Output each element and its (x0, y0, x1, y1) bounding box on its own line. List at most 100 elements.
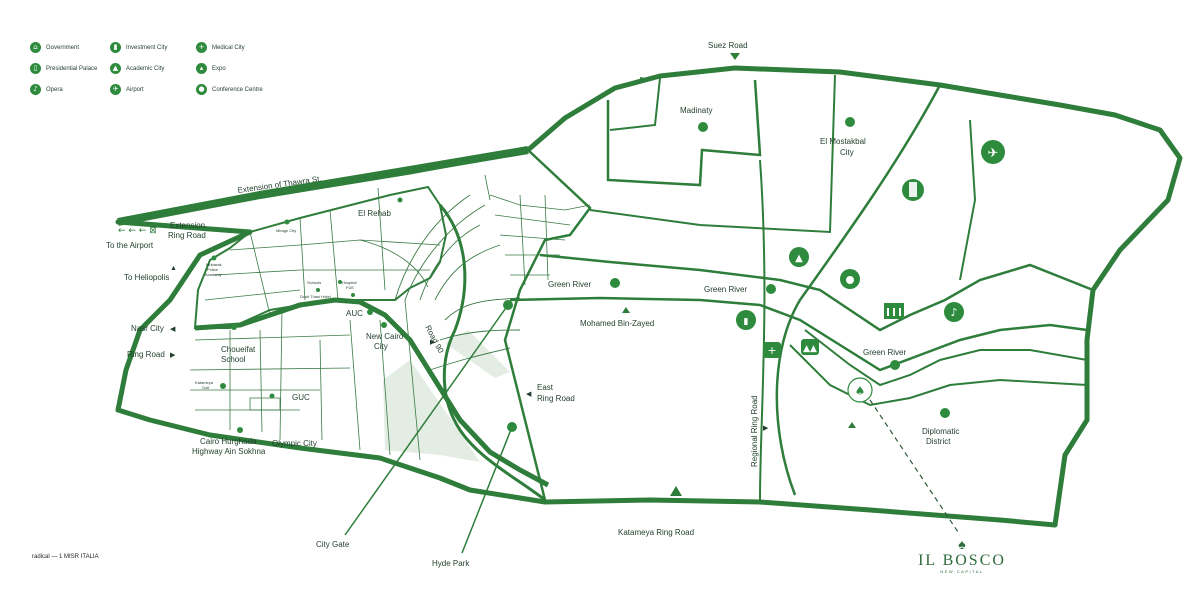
marker-el-rehab (397, 197, 403, 203)
map-legend: ⌂Government ▮Investment City +Medical Ci… (30, 42, 290, 102)
expo-icon: ▴ (196, 63, 207, 74)
marker-new-cairo (381, 322, 387, 328)
legend-academic: ▲ Academic City (110, 63, 164, 74)
legend-label: Government (46, 44, 80, 51)
legend-medical: + Medical City (196, 42, 245, 53)
label-madinaty: Madinaty (680, 106, 712, 115)
legend-label: Academic City (126, 65, 165, 72)
airport-arrows-icon: ← ← ← ⊠ (118, 226, 157, 236)
svg-text:✈: ✈ (988, 146, 999, 161)
label-new-cairo-2: City (374, 342, 388, 351)
brand-name: IL BOSCO (918, 552, 1006, 569)
map-markers (211, 117, 950, 433)
presidential-palace-icon: ▯ (30, 63, 41, 74)
government-icon: ⌂ (30, 42, 41, 53)
label-mostakbal-2: City (840, 148, 854, 157)
government-icon (884, 303, 904, 319)
legend-conference: ●Conference Centre (196, 84, 263, 95)
label-mostakbal-1: El Mostakbal (820, 137, 866, 146)
label-hospital-2: FUE (346, 285, 354, 290)
conference-centre-icon (840, 269, 860, 289)
svg-text:+: + (767, 344, 776, 357)
airport-icon: ✈ (110, 84, 121, 95)
presidential-palace-icon (902, 179, 924, 201)
marker-direction-ring: ▶ (170, 352, 176, 359)
regional-ring-road (775, 84, 942, 496)
city-gate-line (344, 304, 509, 536)
label-east-ring-1: East (537, 383, 554, 392)
marker-green-river-3 (890, 360, 900, 370)
svg-text:▲▲: ▲▲ (803, 344, 817, 354)
medical-city-icon: + (196, 42, 207, 53)
svg-text:♪: ♪ (950, 306, 957, 319)
diagonal-east (959, 119, 977, 281)
academic-city-icon: ▲ (110, 63, 121, 74)
marker-diplomatic (940, 408, 950, 418)
label-dusit: Dusit Thani Hotel (300, 294, 331, 299)
map-credit: radical — 1 MISR ITALIA (32, 554, 99, 560)
marker-direction-road90: ▶ (430, 339, 436, 346)
legend-presidential: ▯Presidential Palace (30, 63, 97, 74)
marker-dusit (351, 293, 355, 297)
new-cairo-outline (193, 185, 448, 329)
label-olympic: Olympic City (272, 439, 317, 448)
label-schools: Schools (307, 280, 321, 285)
hyde-park-line (461, 426, 513, 554)
airport-icon: ✈ (981, 140, 1005, 164)
marker-schools (316, 288, 320, 292)
outer-boundary (115, 65, 1183, 528)
east-vertical (759, 159, 766, 501)
marker-katameya-golf (220, 383, 226, 389)
label-katameya: Katameya Ring Road (618, 528, 694, 537)
label-choueifat-2: School (221, 355, 246, 364)
label-mbz: Mohamed Bin-Zayed (580, 319, 654, 328)
east-ring-road (503, 149, 592, 501)
marker-hyde-park (507, 422, 517, 432)
label-diplomatic-2: District (926, 437, 951, 446)
green-river-low (789, 344, 1088, 407)
medical-city-icon: + (763, 342, 781, 358)
expo-icon: ▲▲ (801, 339, 819, 355)
investment-city-icon: ▮ (110, 42, 121, 53)
svg-text:▮: ▮ (744, 317, 749, 327)
marker-olympic (237, 427, 243, 433)
label-mubarak-3: Academy (205, 272, 222, 277)
legend-label: Expo (212, 65, 226, 72)
label-nasr-city: Nasr City (131, 324, 164, 333)
label-ring-road: Ring Road (127, 350, 165, 359)
svg-text:▲: ▲ (795, 253, 803, 264)
legend-government: ⌂ Government (30, 42, 79, 53)
investment-city-icon: ▮ (736, 310, 756, 330)
label-extension-2: Ring Road (168, 231, 206, 240)
marker-auc (367, 309, 373, 315)
green-river-inner (804, 329, 1088, 387)
label-choueifat-1: Choueifat (221, 345, 256, 354)
brand-subtitle: NEW CAPITAL (940, 569, 984, 574)
marker-city-gate (503, 300, 513, 310)
label-heliopolis: To Heliopolis (124, 273, 169, 282)
legend-label: Medical City (212, 44, 245, 51)
il-bosco-logo: ♠ IL BOSCO NEW CAPITAL (912, 536, 1012, 574)
opera-icon: ♪ (944, 302, 964, 322)
label-hyde-park: Hyde Park (432, 559, 470, 568)
legend-label: Opera (46, 86, 63, 93)
marker-green-river (610, 278, 620, 288)
label-regional-ring: Regional Ring Road (750, 395, 759, 467)
marker-mostakbal (845, 117, 855, 127)
mostakbal-line (589, 74, 836, 234)
svg-text:← ← ← ⊠: ← ← ← ⊠ (118, 226, 157, 236)
legend-expo: ▴ Expo (196, 63, 226, 74)
label-mirage: Mirage City (276, 228, 296, 233)
road-90 (438, 204, 546, 502)
marker-choueifat (231, 324, 237, 330)
park-area (383, 360, 480, 462)
svg-text:♠: ♠ (855, 384, 866, 398)
label-city-gate: City Gate (316, 540, 350, 549)
label-new-cairo-1: New Cairo (366, 332, 404, 341)
label-to-airport: To the Airport (106, 241, 154, 250)
il-bosco-location-icon: ♠ (847, 377, 873, 403)
label-mubarak-1: Mubarak (206, 262, 222, 267)
label-mubarak-2: Police (207, 267, 219, 272)
marker-direction-east-ring: ◀ (526, 391, 532, 398)
